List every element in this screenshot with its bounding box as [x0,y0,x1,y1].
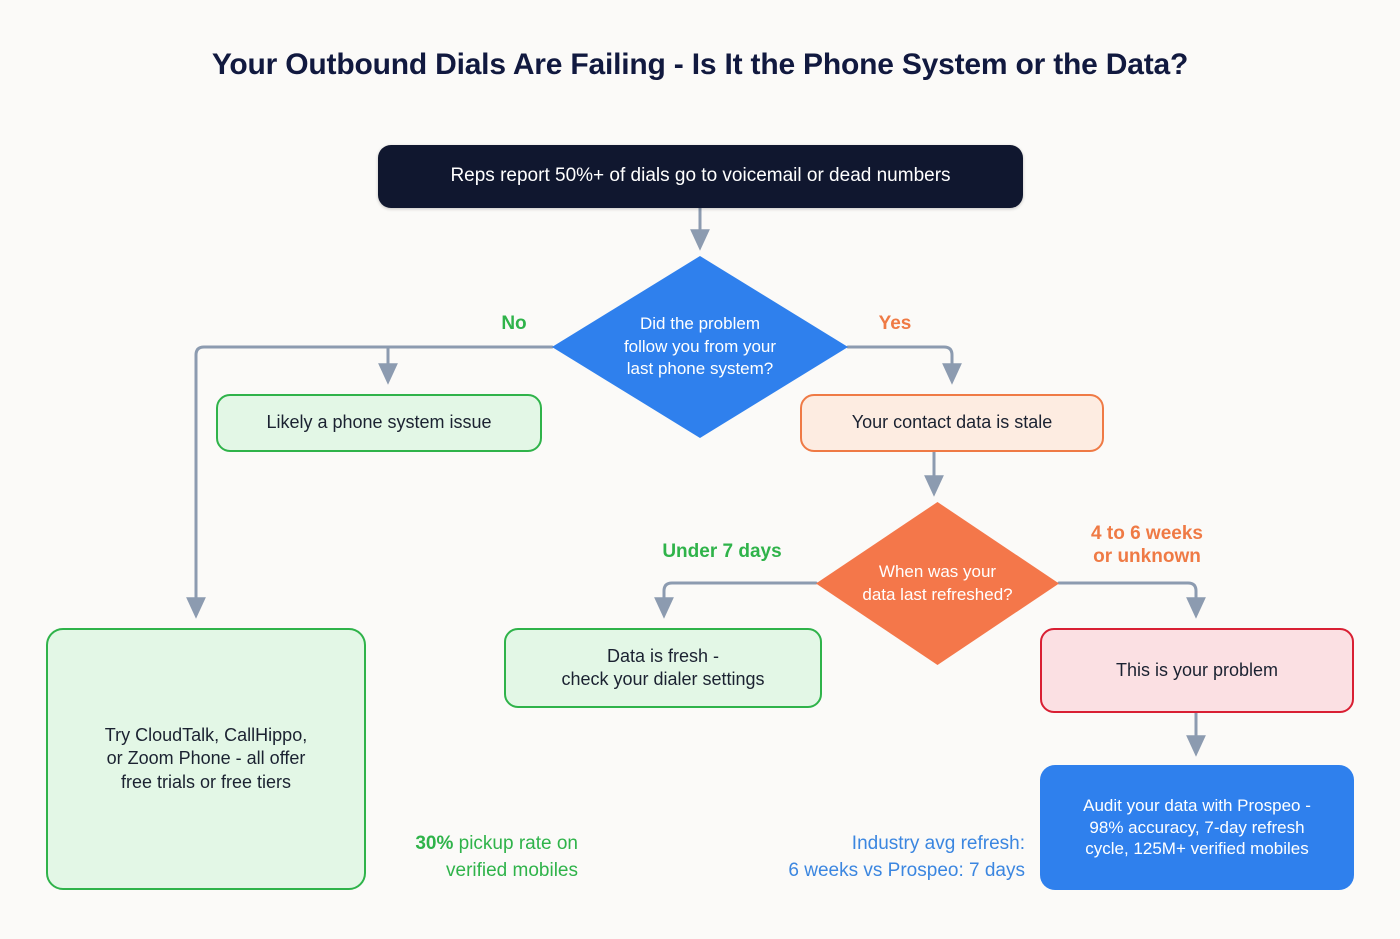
diamond-shape-orange [816,502,1059,665]
node-phone-system-issue: Likely a phone system issue [216,394,542,452]
stat-pickup-text: pickup rate on verified mobiles [446,833,578,881]
edge-decision1-to-try-providers [186,345,390,619]
node-decision-data-refresh-label: When was your data last refreshed? [862,562,1013,604]
node-stale-contact-data: Your contact data is stale [800,394,1104,452]
edge-label-4-to-6-weeks: 4 to 6 weeks or unknown [1091,523,1203,568]
node-data-is-fresh: Data is fresh - check your dialer settin… [504,628,822,708]
stat-pickup-value: 30% [415,833,454,854]
stat-industry-refresh: Industry avg refresh: 6 weeks vs Prospeo… [788,833,1025,881]
node-decision-phone-system: Did the problem follow you from your las… [552,256,848,438]
node-audit-data-cta: Audit your data with Prospeo - 98% accur… [1040,765,1354,890]
node-decision-phone-system-label: Did the problem follow you from your las… [623,314,777,379]
page-title: Your Outbound Dials Are Failing - Is It … [211,48,1189,81]
node-this-is-your-problem: This is your problem [1040,628,1354,713]
edge-label-no: No [501,313,527,334]
edge-decision2-to-data-fresh [654,581,818,619]
stat-pickup-rate: 30% pickup rate on verified mobiles [330,831,578,885]
edge-label-under-7-days: Under 7 days [662,541,782,562]
diamond-shape-blue [552,256,848,438]
node-decision-data-refresh: When was your data last refreshed? [816,502,1059,665]
edge-decision2-to-this-is-problem [1057,581,1206,619]
node-try-providers: Try CloudTalk, CallHippo, or Zoom Phone … [46,628,366,890]
edge-decision1-to-stale-data [846,345,962,385]
node-start: Reps report 50%+ of dials go to voicemai… [378,145,1023,208]
edge-label-yes: Yes [878,313,912,334]
